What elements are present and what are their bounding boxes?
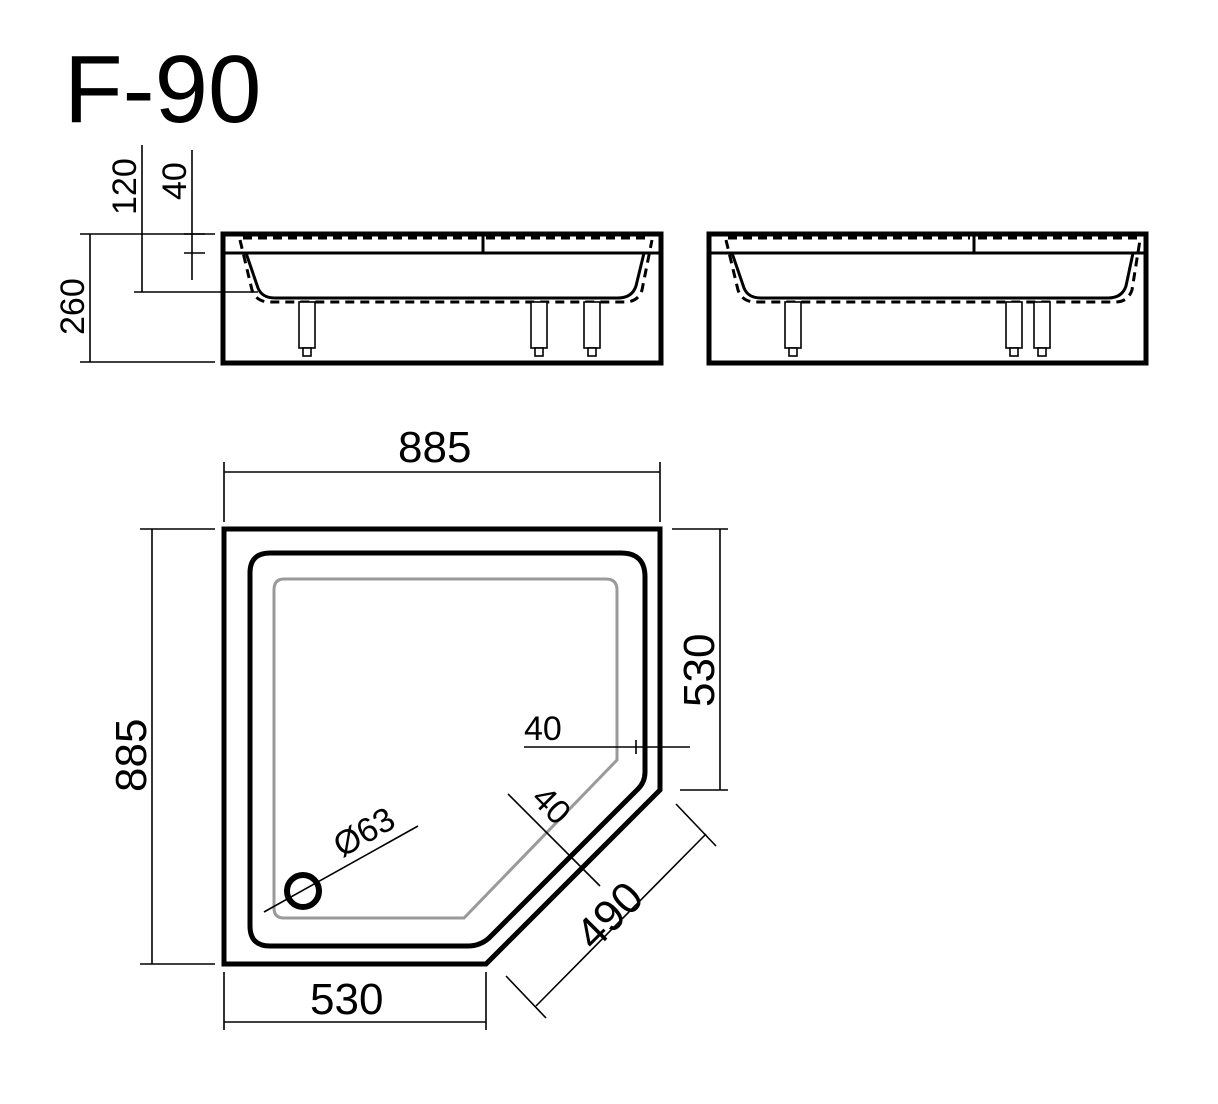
- dim-260: 260: [54, 278, 92, 335]
- dim-530-right: 530: [675, 634, 724, 707]
- plan-dimensions: [140, 462, 728, 1030]
- dim-40-rim-right: 40: [524, 710, 562, 748]
- dim-490-diagonal: 490: [566, 873, 653, 960]
- dim-120: 120: [106, 158, 144, 215]
- dim-885-height: 885: [107, 719, 156, 792]
- dim-530-bottom: 530: [310, 975, 383, 1024]
- dim-885-width: 885: [398, 423, 471, 472]
- dim-40-side: 40: [156, 162, 194, 200]
- plan-view: [221, 526, 663, 967]
- drain-icon: [284, 872, 322, 910]
- side-view-front: [220, 231, 664, 366]
- side-view-side: [706, 231, 1149, 366]
- side-dimensions: [80, 145, 258, 363]
- dim-40-rim-diagonal: 40: [524, 779, 578, 833]
- model-title: F-90: [64, 36, 261, 143]
